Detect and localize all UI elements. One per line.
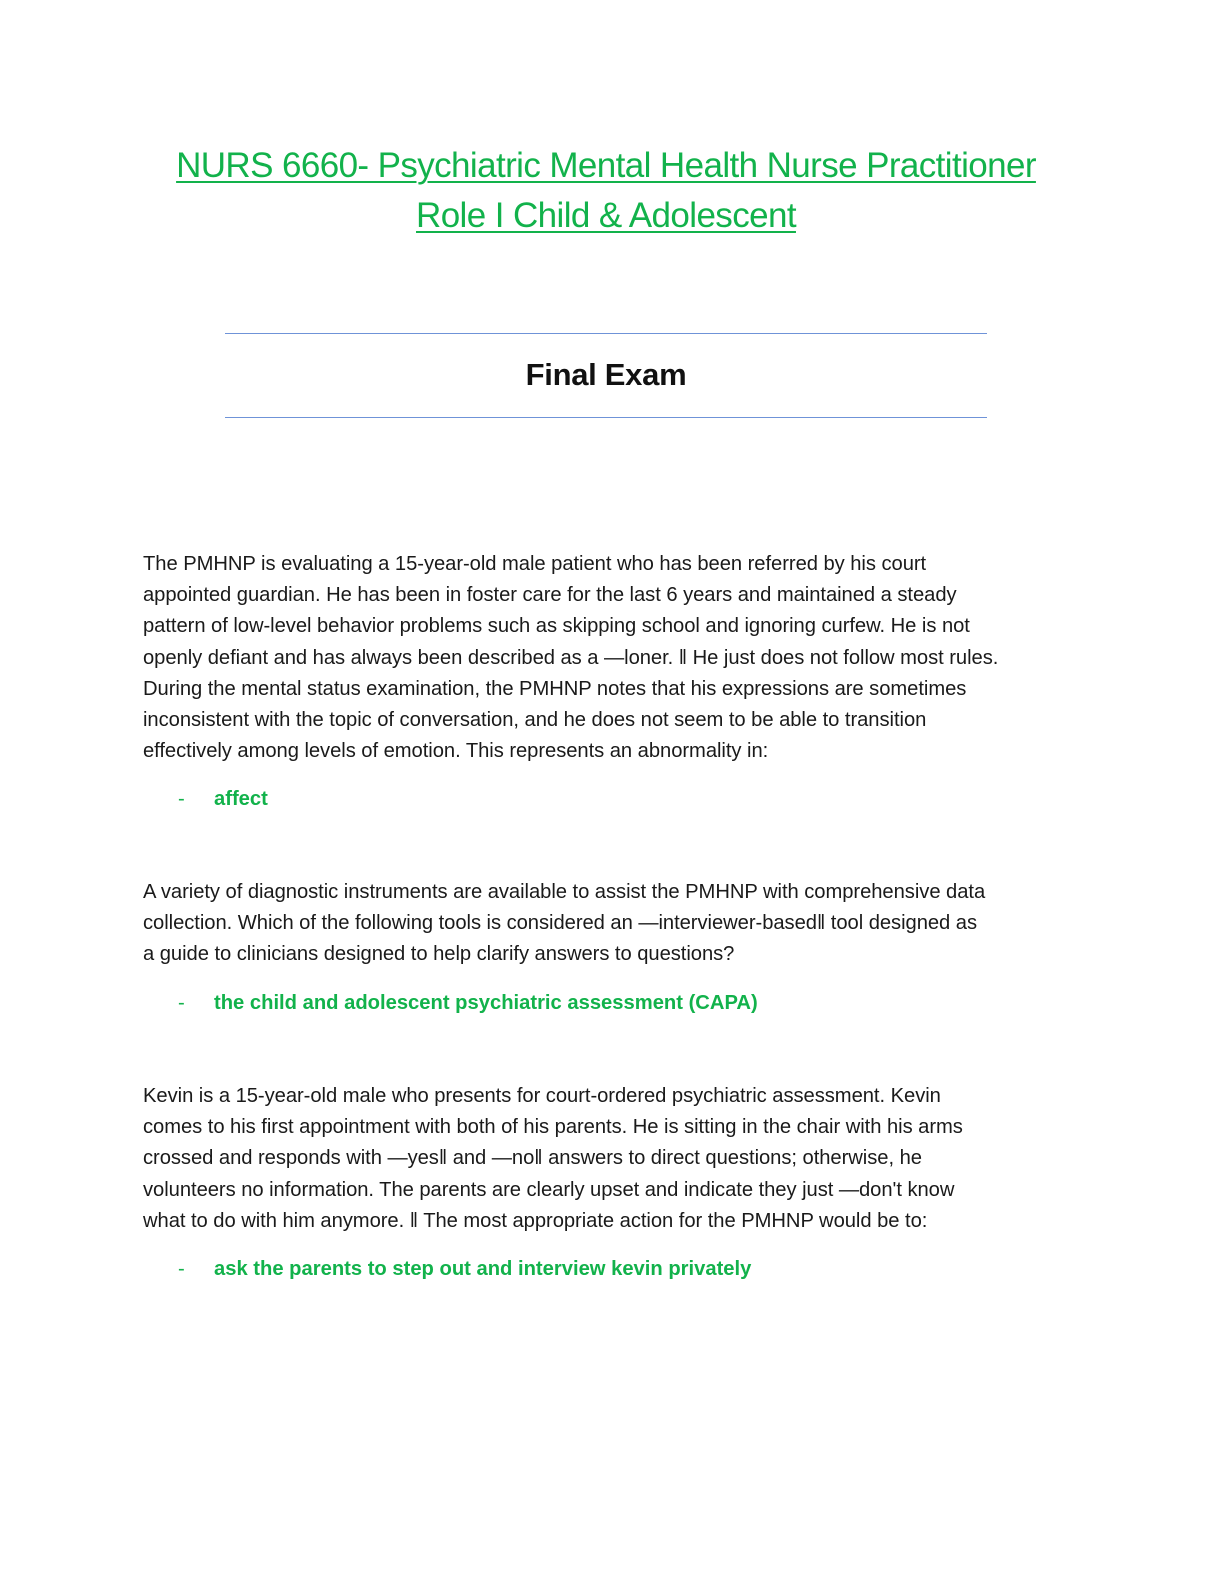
- question-3: Kevin is a 15-year-old male who presents…: [143, 1081, 1083, 1237]
- question-text-line: During the mental status examination, th…: [143, 677, 967, 700]
- question-text-line: openly defiant and has always been descr…: [143, 646, 999, 669]
- answer-1: - affect: [178, 784, 268, 814]
- question-text-line: comes to his first appointment with both…: [143, 1116, 963, 1139]
- question-text-line: what to do with him anymore. ‖ The most …: [143, 1209, 928, 1232]
- question-1: The PMHNP is evaluating a 15-year-old ma…: [143, 549, 1083, 767]
- answer-text: the child and adolescent psychiatric ass…: [214, 992, 758, 1014]
- answer-text: ask the parents to step out and intervie…: [214, 1258, 752, 1280]
- question-text-line: inconsistent with the topic of conversat…: [143, 709, 927, 732]
- question-text-line: effectively among levels of emotion. Thi…: [143, 740, 769, 763]
- subtitle-bottom-rule: [225, 417, 987, 418]
- answer-bullet: -: [178, 788, 185, 810]
- question-text-line: a guide to clinicians designed to help c…: [143, 943, 735, 966]
- answer-2: - the child and adolescent psychiatric as…: [178, 988, 758, 1018]
- question-2: A variety of diagnostic instruments are …: [143, 877, 1083, 971]
- question-text-line: The PMHNP is evaluating a 15-year-old ma…: [143, 553, 927, 575]
- question-text-line: collection. Which of the following tools…: [143, 912, 978, 935]
- answer-text: affect: [214, 788, 268, 810]
- question-text-line: crossed and responds with ―yes‖ and ―no‖…: [143, 1147, 922, 1170]
- title-line-1: NURS 6660- Psychiatric Mental Health Nur…: [176, 146, 1036, 185]
- document-title: NURS 6660- Psychiatric Mental Health Nur…: [100, 141, 1112, 241]
- question-text-line: volunteers no information. The parents a…: [143, 1178, 955, 1201]
- question-text-line: pattern of low-level behavior problems s…: [143, 615, 970, 638]
- answer-bullet: -: [178, 992, 185, 1014]
- question-text-line: appointed guardian. He has been in foste…: [143, 584, 957, 607]
- question-text-line: Kevin is a 15-year-old male who presents…: [143, 1085, 941, 1107]
- exam-subtitle: Final Exam: [525, 357, 687, 392]
- subtitle-top-rule: [225, 333, 987, 334]
- answer-bullet: -: [178, 1258, 185, 1280]
- answer-3: - ask the parents to step out and intervi…: [178, 1254, 751, 1284]
- title-line-2: Role I Child & Adolescent: [416, 196, 797, 235]
- question-text-line: A variety of diagnostic instruments are …: [143, 881, 986, 903]
